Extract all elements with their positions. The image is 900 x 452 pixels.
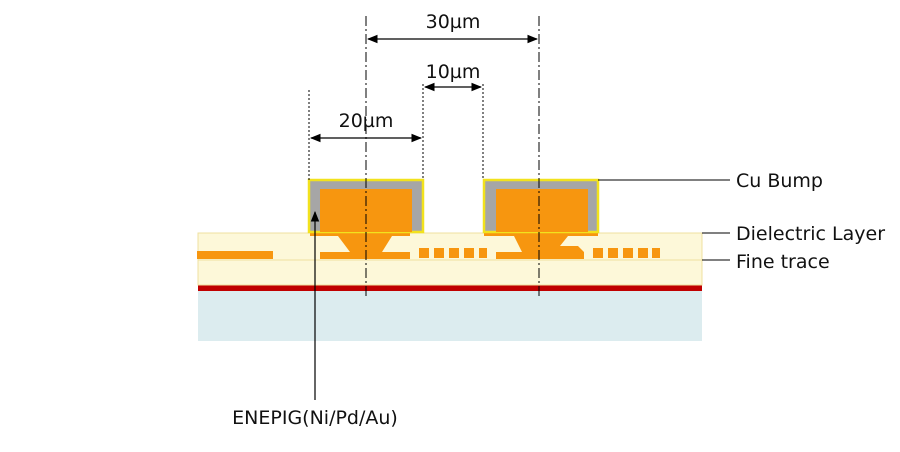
substrate — [198, 291, 702, 341]
fine-trace-segments-right — [593, 248, 660, 258]
fine-trace-left — [197, 251, 273, 259]
fine-trace-label: Fine trace — [736, 251, 830, 273]
red-layer — [198, 285, 702, 291]
dielectric-layer — [197, 232, 703, 286]
dielectric-layer-label: Dielectric Layer — [736, 223, 885, 245]
cu-bump-right — [482, 178, 600, 234]
cu-bump-label: Cu Bump — [736, 170, 823, 192]
enepig-label: ENEPIG(Ni/Pd/Au) — [232, 407, 398, 429]
bump-width-label: 20µm — [339, 110, 394, 132]
pitch-label: 30µm — [426, 11, 481, 33]
fine-trace-segments-center — [419, 248, 487, 258]
gap-label: 10µm — [426, 61, 481, 83]
bump-via-left — [310, 232, 410, 259]
bump-via-right — [484, 232, 598, 259]
